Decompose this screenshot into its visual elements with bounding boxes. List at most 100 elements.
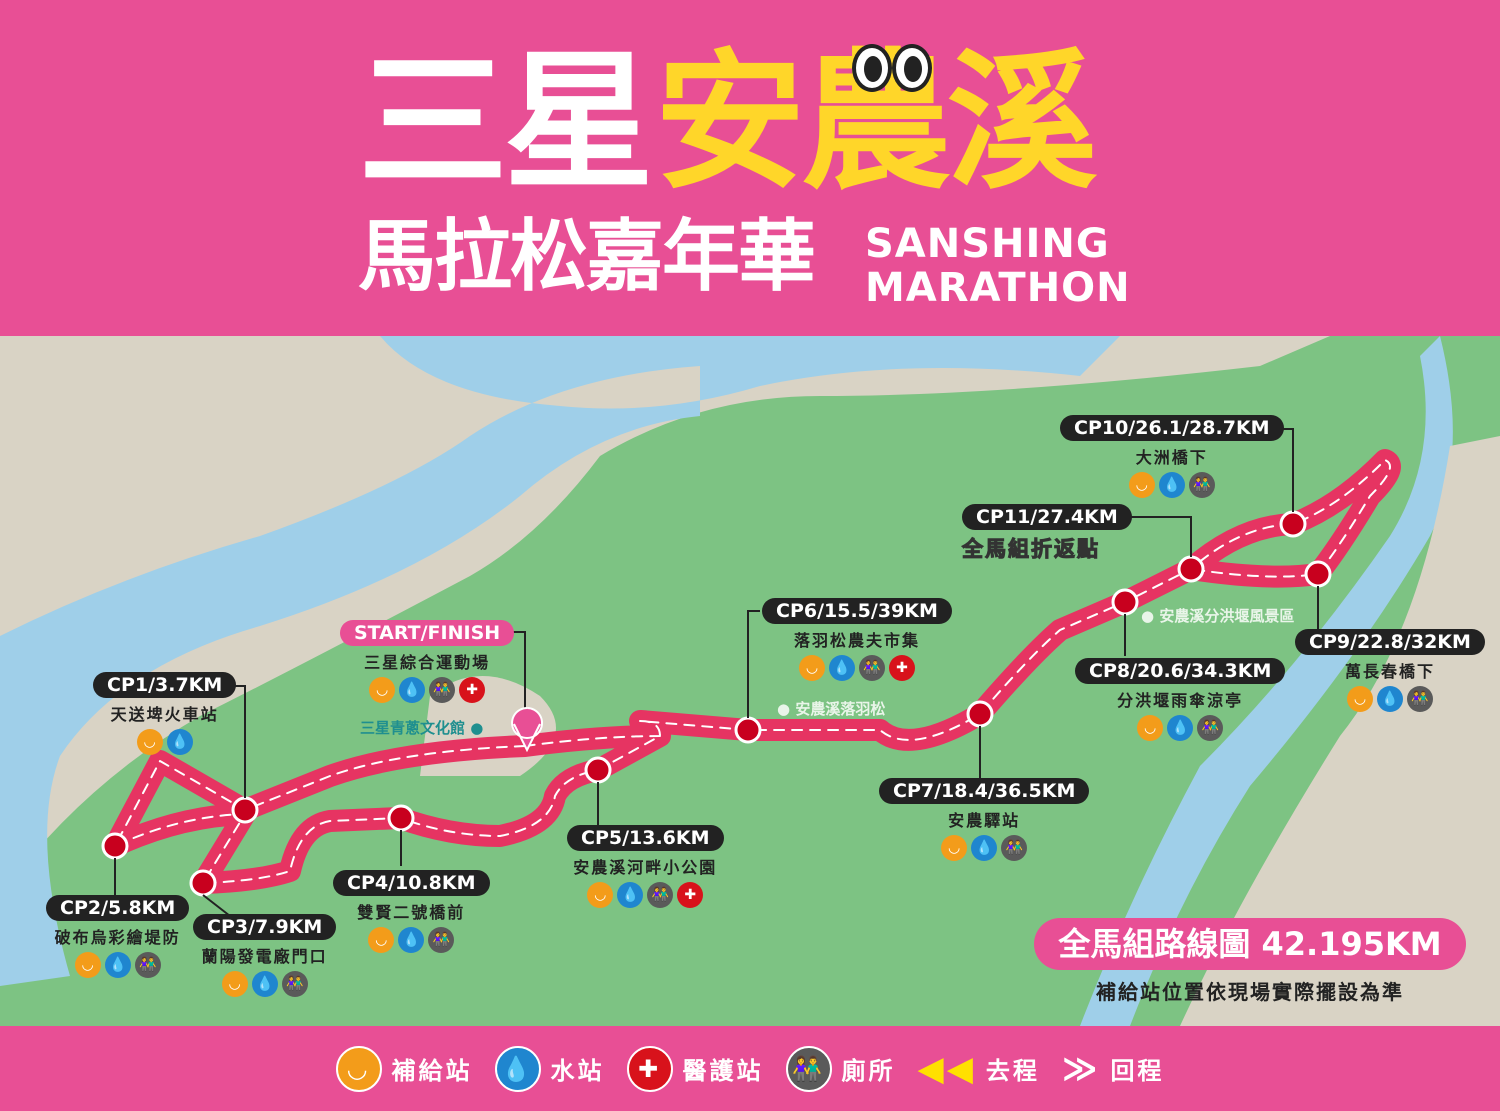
cp-location: 全馬組折返點 <box>962 537 1100 562</box>
legend-water: 💧水站 <box>494 1045 605 1092</box>
toilet-icon: 👫 <box>1001 835 1028 861</box>
cp-label: CP11/27.4KM <box>962 504 1132 530</box>
outbound-arrows-icon: ◀◀ <box>917 1048 976 1089</box>
toilet-icon: 👫 <box>134 952 161 978</box>
banana-icon: ◡ <box>1128 472 1155 498</box>
toilet-icon: 👫 <box>858 655 885 681</box>
cp-location: 安農溪河畔小公園 <box>573 858 718 877</box>
cp8: CP8/20.6/34.3KM 分洪堰雨傘涼亭 ◡💧👫 <box>1075 658 1286 741</box>
toilet-icon: 👫 <box>1188 472 1215 498</box>
toilet-icon: 👫 <box>281 971 308 997</box>
water-drop-icon: 💧 <box>251 971 278 997</box>
start-pin-icon <box>511 707 543 753</box>
cp5-marker <box>584 756 612 784</box>
english-line1: SANSHING <box>865 221 1110 267</box>
cp3-marker <box>189 869 217 897</box>
cp-label: CP2/5.8KM <box>46 895 190 921</box>
checkpoint-markers <box>101 510 1332 897</box>
cp-location: 分洪堰雨傘涼亭 <box>1117 691 1244 710</box>
banana-icon: ◡ <box>1137 715 1164 741</box>
cp2-marker <box>101 832 129 860</box>
title-white: 三星 <box>358 36 654 210</box>
banana-icon: ◡ <box>369 677 396 703</box>
cp-label: CP5/13.6KM <box>567 825 724 851</box>
cp-label: CP8/20.6/34.3KM <box>1075 658 1286 684</box>
cp11-marker <box>1177 555 1205 583</box>
eye-icon <box>892 44 932 92</box>
banana-icon: ◡ <box>368 927 395 953</box>
medical-cross-icon: ✚ <box>626 1045 673 1092</box>
water-drop-icon: 💧 <box>971 835 998 861</box>
cp7: CP7/18.4/36.5KM 安農驛站 ◡💧👫 <box>879 778 1090 861</box>
cp-label: CP7/18.4/36.5KM <box>879 778 1090 804</box>
cp11: CP11/27.4KM 全馬組折返點 <box>962 504 1132 563</box>
cp-location: 落羽松農夫市集 <box>793 631 920 650</box>
leader-lines <box>114 428 1319 917</box>
banana-icon: ◡ <box>941 835 968 861</box>
water-drop-icon: 💧 <box>1158 472 1185 498</box>
cp8-marker <box>1111 588 1139 616</box>
route-map <box>0 336 1500 1026</box>
cp-location: 安農驛站 <box>948 811 1021 830</box>
toilet-icon: 👫 <box>785 1045 832 1092</box>
cp-label: CP3/7.9KM <box>193 914 337 940</box>
water-drop-icon: 💧 <box>1167 715 1194 741</box>
cp6-marker <box>734 716 762 744</box>
medical-cross-icon: ✚ <box>888 655 915 681</box>
cp2: CP2/5.8KM 破布烏彩繪堤防 ◡💧👫 <box>46 895 190 978</box>
cp-location: 三星綜合運動場 <box>364 653 491 672</box>
cp-location: 大洲橋下 <box>1135 448 1208 467</box>
river-east <box>1080 336 1453 1026</box>
cp-location: 雙賢二號橋前 <box>357 903 466 922</box>
cp-location: 蘭陽發電廠門口 <box>201 947 328 966</box>
banana-icon: ◡ <box>221 971 248 997</box>
cp-location: 破布烏彩繪堤防 <box>54 928 181 947</box>
landmark: ● 安農溪分洪堰風景區 <box>1141 607 1295 625</box>
landmark: 三星青蔥文化館 ● <box>360 719 484 737</box>
route-title: 全馬組路線圖 42.195KM <box>1034 918 1466 970</box>
cp-location: 萬長春橋下 <box>1344 662 1435 681</box>
toilet-icon: 👫 <box>647 882 674 908</box>
water-drop-icon: 💧 <box>1376 686 1403 712</box>
cp5: CP5/13.6KM 安農溪河畔小公園 ◡💧👫✚ <box>567 825 724 908</box>
english-line2: MARATHON <box>865 265 1131 311</box>
legend-return: ≫回程 <box>1061 1048 1165 1089</box>
toilet-icon: 👫 <box>1406 686 1433 712</box>
cp-label: CP10/26.1/28.7KM <box>1060 415 1284 441</box>
cp10: CP10/26.1/28.7KM 大洲橋下 ◡💧👫 <box>1060 415 1284 498</box>
water-drop-icon: 💧 <box>399 677 426 703</box>
water-drop-icon: 💧 <box>104 952 131 978</box>
banana-icon: ◡ <box>335 1045 382 1092</box>
legend-supply: ◡補給站 <box>335 1045 473 1092</box>
cp7-marker <box>966 700 994 728</box>
subtitle: 馬拉松嘉年華 <box>358 212 816 302</box>
banana-icon: ◡ <box>798 655 825 681</box>
water-drop-icon: 💧 <box>828 655 855 681</box>
cp-label: CP9/22.8/32KM <box>1295 629 1485 655</box>
banana-icon: ◡ <box>136 729 163 755</box>
water-drop-icon: 💧 <box>166 729 193 755</box>
cp-label: START/FINISH <box>340 620 515 646</box>
land-area <box>0 336 1330 896</box>
toilet-icon: 👫 <box>1197 715 1224 741</box>
landmark: ● 安農溪落羽松 <box>777 700 886 718</box>
cp-label: CP6/15.5/39KM <box>762 598 952 624</box>
legend-outbound: ◀◀去程 <box>917 1048 1040 1089</box>
cp-label: CP4/10.8KM <box>333 870 490 896</box>
return-arrows-icon: ≫ <box>1061 1048 1101 1089</box>
cp10-marker <box>1279 510 1307 538</box>
toilet-icon: 👫 <box>429 677 456 703</box>
eye-icon <box>852 44 892 92</box>
legend: ◡補給站 💧水站 ✚醫護站 👫廁所 ◀◀去程 ≫回程 <box>0 1026 1500 1111</box>
water-drop-icon: 💧 <box>617 882 644 908</box>
banana-icon: ◡ <box>74 952 101 978</box>
medical-cross-icon: ✚ <box>677 882 704 908</box>
legend-medical: ✚醫護站 <box>626 1045 764 1092</box>
cp9-marker <box>1304 560 1332 588</box>
water-drop-icon: 💧 <box>398 927 425 953</box>
banana-icon: ◡ <box>587 882 614 908</box>
water-drop-icon: 💧 <box>494 1045 541 1092</box>
cp-location: 天送埤火車站 <box>110 705 219 724</box>
